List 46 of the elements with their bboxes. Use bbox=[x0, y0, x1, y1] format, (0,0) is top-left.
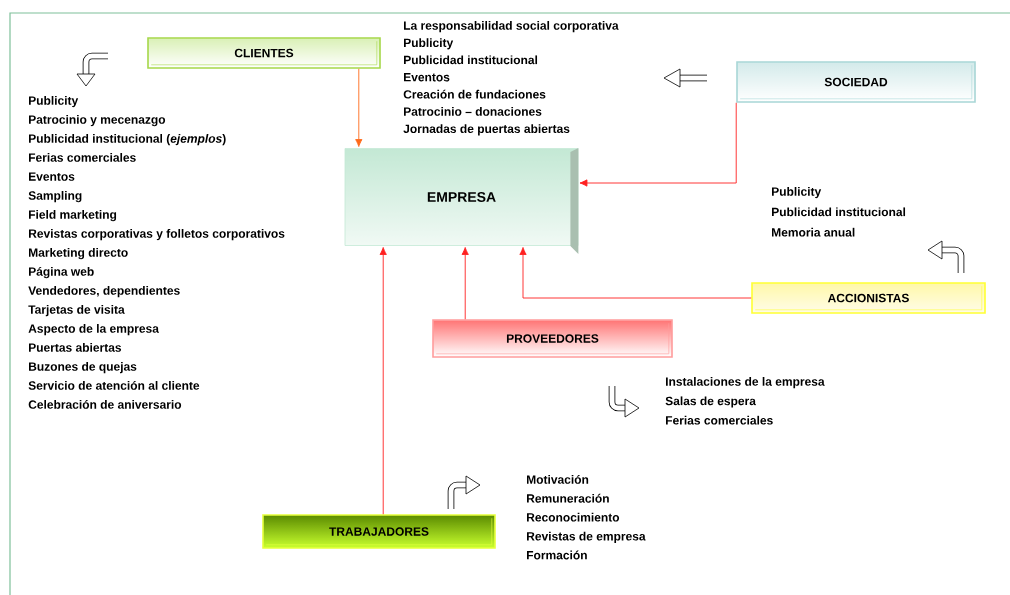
list-item: Marketing directo bbox=[29, 248, 128, 260]
list-item: Página web bbox=[29, 266, 94, 279]
list-item: Patrocinio y mecenazgo bbox=[29, 115, 166, 127]
arrow bbox=[379, 247, 387, 515]
list-item: Patrocinio – donaciones bbox=[404, 107, 542, 116]
list-item: Publicidad institucional bbox=[404, 55, 538, 65]
list-item: Eventos bbox=[29, 172, 75, 181]
list-item: Publicity bbox=[404, 38, 454, 50]
list-item: Reconocimiento bbox=[527, 512, 620, 522]
list-item: Publicity bbox=[29, 96, 79, 108]
list-item: Puertas abiertas bbox=[29, 343, 122, 352]
stakeholder-box: TRABAJADORES bbox=[262, 514, 496, 549]
list-item: La responsabilidad social corporativa bbox=[404, 21, 619, 33]
list-item: Publicity bbox=[772, 187, 822, 199]
list-item: Aspecto de la empresa bbox=[28, 324, 159, 336]
list-item: Motivación bbox=[527, 474, 589, 484]
list-item: Sampling bbox=[28, 191, 82, 203]
list-item: Formación bbox=[527, 550, 587, 560]
list-item: Remuneración bbox=[527, 493, 609, 503]
arrow bbox=[519, 247, 752, 299]
list-item: Publicidad institucional bbox=[772, 207, 906, 217]
arrow bbox=[579, 102, 737, 187]
list-item: Eventos bbox=[404, 73, 450, 82]
arrow bbox=[355, 68, 363, 147]
list-item: Celebración de aniversario bbox=[28, 399, 182, 409]
list-item: Instalaciones de la empresa bbox=[666, 377, 825, 389]
list-item: Salas de espera bbox=[665, 396, 756, 408]
list-item: Buzones de quejas bbox=[29, 362, 137, 374]
list-item: Publicidad institucional (ejemplos) bbox=[29, 134, 226, 146]
list-item: Servicio de atención al cliente bbox=[28, 380, 200, 390]
list-item: Memoria anual bbox=[772, 227, 855, 237]
list-item: Ferias comerciales bbox=[29, 153, 136, 162]
stakeholder-box: SOCIEDAD bbox=[736, 61, 976, 103]
list-item: Creación de fundaciones bbox=[403, 89, 546, 99]
list-item: Jornadas de puertas abiertas bbox=[403, 124, 570, 136]
list-item: Field marketing bbox=[29, 210, 117, 222]
list-item: Revistas de empresa bbox=[527, 531, 646, 543]
list-item: Vendedores, dependientes bbox=[28, 286, 180, 298]
list-item: Tarjetas de visita bbox=[28, 305, 125, 317]
list-item: Ferias comerciales bbox=[666, 415, 773, 425]
arrow bbox=[461, 247, 469, 320]
stakeholder-box: CLIENTES bbox=[147, 37, 381, 69]
stakeholder-box: PROVEEDORES bbox=[432, 319, 673, 358]
stakeholder-box: ACCIONISTAS bbox=[751, 282, 986, 314]
list-item: Revistas corporativas y folletos corporativos bbox=[29, 229, 285, 241]
company-box: EMPRESA bbox=[344, 148, 579, 254]
